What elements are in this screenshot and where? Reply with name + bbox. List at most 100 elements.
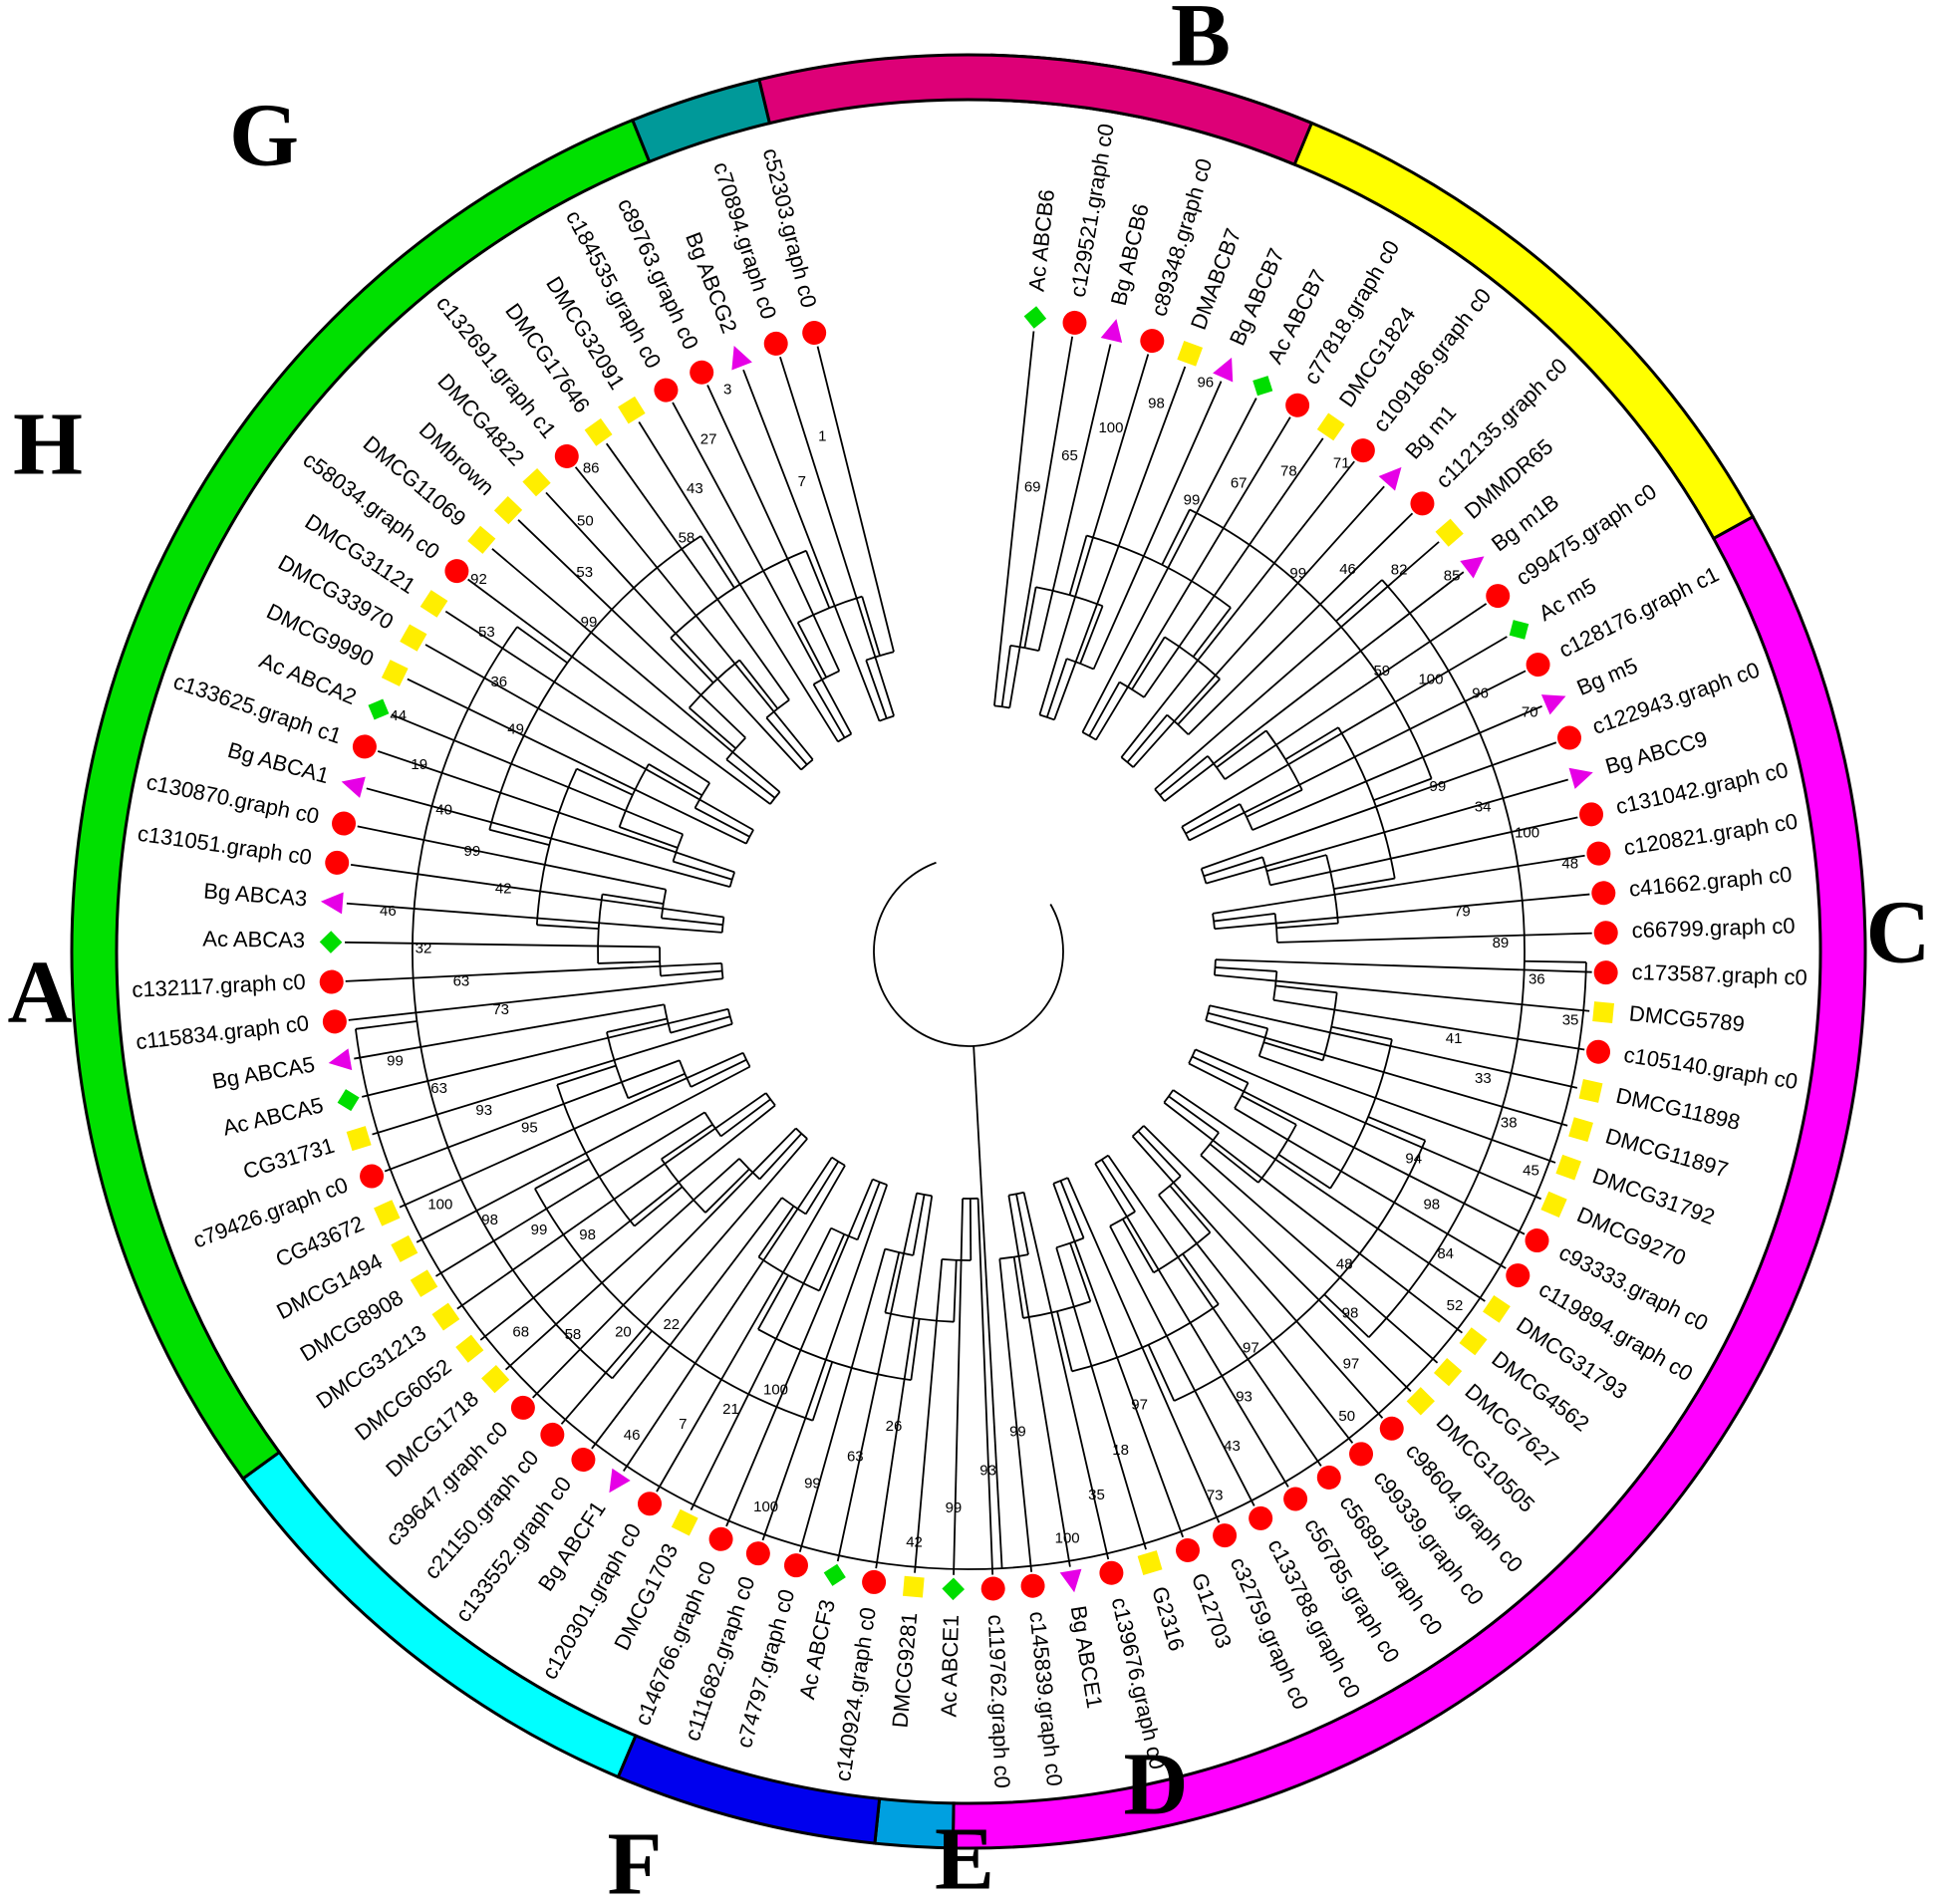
leaf-marker [1213, 357, 1234, 383]
leaf-marker [455, 1334, 484, 1363]
bootstrap-value: 93 [475, 1102, 492, 1119]
branch-arc [745, 829, 754, 845]
leaf-marker [1379, 1416, 1404, 1441]
branch-line [1373, 777, 1432, 802]
leaf-marker [319, 969, 344, 994]
bootstrap-value: 20 [615, 1323, 632, 1340]
branch-line [812, 683, 846, 738]
bootstrap-value: 36 [490, 674, 507, 690]
bootstrap-value: 35 [1088, 1487, 1105, 1503]
branch-line [399, 1051, 744, 1209]
leaf-marker [554, 443, 579, 468]
leaf-marker [1568, 767, 1593, 789]
branch-line [1333, 877, 1395, 890]
branch-arc [830, 1226, 858, 1241]
branch-line [1331, 1025, 1393, 1041]
branch-line [656, 1165, 846, 1493]
branch-arc [1035, 586, 1103, 608]
leaf-marker [1526, 653, 1550, 678]
branch-arc [1257, 1124, 1297, 1184]
bootstrap-value: 85 [1444, 568, 1461, 585]
branch-line [1126, 713, 1168, 763]
branch-line [758, 1133, 803, 1181]
branch-line [377, 750, 735, 874]
bootstrap-value: 99 [1184, 491, 1201, 508]
branch-line [1224, 603, 1488, 780]
branch-line [1147, 1344, 1176, 1402]
branch-line [836, 1193, 918, 1562]
bootstrap-value: 1 [818, 427, 826, 444]
branch-arc [1234, 1082, 1250, 1109]
bootstrap-value: 99 [804, 1476, 821, 1493]
branch-line [536, 924, 599, 931]
branch-arc [738, 1158, 761, 1181]
bootstrap-value: 7 [679, 1416, 687, 1433]
branch-line [619, 826, 679, 849]
branch-arc [1207, 755, 1227, 780]
branch-arc [797, 595, 863, 624]
bootstrap-value: 96 [1197, 375, 1214, 392]
branch-line [796, 622, 828, 679]
branch-line [435, 1111, 705, 1277]
branch-arc [355, 961, 1587, 1570]
bootstrap-value: 84 [1437, 1245, 1454, 1262]
bootstrap-value: 46 [624, 1427, 641, 1444]
branch-arc [1173, 1140, 1427, 1402]
branch-line [489, 828, 550, 846]
clade-letter-d: D [1124, 1736, 1189, 1834]
leaf-marker [1591, 881, 1616, 906]
leaf-marker [419, 590, 448, 618]
branch-line [1284, 726, 1339, 761]
branch-line [1201, 741, 1557, 870]
branch-arc [993, 704, 1010, 709]
branch-arc [535, 768, 578, 926]
bootstrap-value: 33 [1475, 1070, 1492, 1087]
branch-line [1159, 755, 1209, 796]
branch-line [1131, 636, 1166, 690]
branch-line [1056, 1310, 1073, 1372]
branch-arc [488, 535, 701, 831]
bootstrap-value: 79 [1454, 904, 1471, 921]
leaf-label: Bg ABCA5 [210, 1051, 317, 1093]
leaf-marker [522, 468, 551, 497]
leaf-marker [1059, 1568, 1082, 1593]
branch-line [648, 763, 702, 797]
leaf-label: c120821.graph c0 [1622, 809, 1800, 861]
branch-line [424, 644, 754, 831]
branch-arc [1181, 826, 1191, 841]
leaf-marker [609, 1468, 631, 1494]
bootstrap-value: 71 [1333, 455, 1350, 472]
branch-line [517, 519, 746, 739]
branch-line [1209, 1004, 1578, 1089]
bootstrap-value: 99 [387, 1052, 404, 1069]
leaf-marker [1020, 1573, 1045, 1598]
branch-arc [885, 1311, 955, 1323]
branch-line [350, 863, 724, 919]
branch-line [689, 706, 737, 749]
bootstrap-value: 73 [1207, 1488, 1224, 1504]
branch-line [574, 466, 814, 760]
branch-line [1069, 1242, 1092, 1302]
bootstrap-value: 58 [679, 529, 696, 546]
leaf-marker [381, 660, 409, 686]
leaf-marker [337, 1089, 360, 1112]
leaf-marker [1023, 306, 1047, 329]
bootstrap-value: 53 [576, 564, 593, 581]
branch-line [670, 637, 714, 683]
bootstrap-value: 26 [886, 1418, 903, 1435]
branch-line [856, 1182, 881, 1240]
branch-line [611, 1330, 653, 1380]
branch-line [491, 548, 781, 793]
branch-arc [1265, 729, 1303, 791]
bootstrap-value: 35 [1562, 1011, 1579, 1028]
branch-line [1052, 1183, 1185, 1538]
branch-line [1215, 958, 1592, 973]
branch-arc [1008, 1191, 1024, 1197]
bootstrap-value: 99 [1289, 565, 1306, 582]
branch-line [345, 961, 722, 982]
clade-letter-g: G [229, 87, 299, 185]
leaf-marker [1283, 1487, 1308, 1511]
branch-line [1121, 1219, 1155, 1273]
branch-line [1131, 1135, 1384, 1419]
